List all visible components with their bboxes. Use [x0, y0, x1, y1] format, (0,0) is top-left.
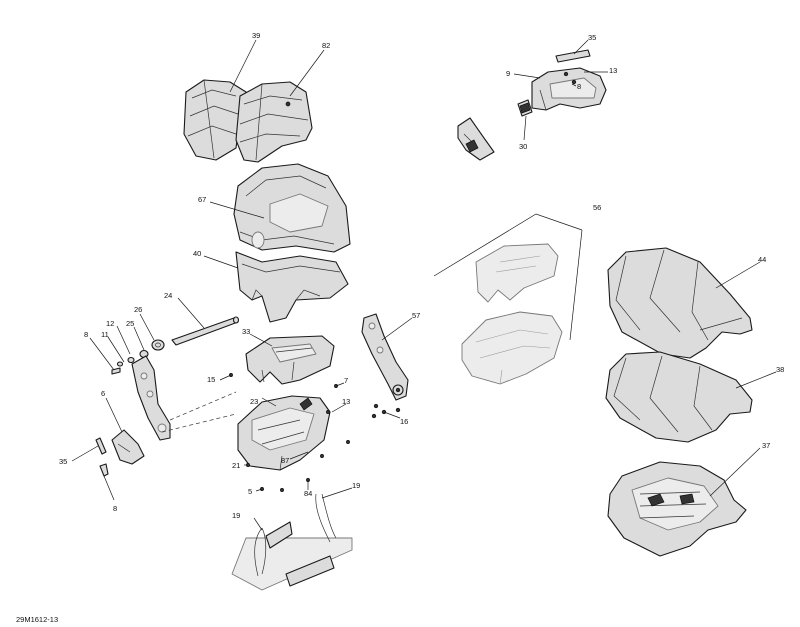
strap-19-left [254, 527, 267, 577]
callout-38: 38 [776, 365, 784, 374]
seat-frame-21 [237, 395, 331, 471]
callout-labels: 39 82 67 40 24 26 12 25 11 8 6 35 8 33 1… [59, 31, 784, 520]
fasteners-16 [371, 403, 401, 419]
callout-37: 37 [762, 441, 770, 450]
callout-7: 7 [344, 376, 348, 385]
callout-13-top: 13 [609, 66, 617, 75]
handle-assembly [517, 49, 607, 117]
callout-87: 87 [281, 456, 289, 465]
callout-8-left: 8 [84, 330, 88, 339]
callout-26: 26 [134, 305, 142, 314]
callout-57: 57 [412, 311, 420, 320]
leader-lines [71, 39, 777, 531]
callout-35-left: 35 [59, 457, 67, 466]
callout-84: 84 [304, 489, 312, 498]
callout-44: 44 [758, 255, 766, 264]
diagram-reference-code: 29M1612-13 [16, 615, 58, 624]
lever-arm-57 [361, 313, 409, 401]
callout-13-mid: 13 [342, 397, 350, 406]
callout-5: 5 [248, 487, 252, 496]
callout-35-top: 35 [588, 33, 596, 42]
callout-23: 23 [250, 397, 258, 406]
assembly-line-1 [169, 391, 237, 421]
seat-frame-33 [245, 335, 335, 385]
strap-19-right [315, 493, 337, 543]
callout-9: 9 [506, 69, 510, 78]
callout-25: 25 [126, 319, 134, 328]
callout-8-bottom: 8 [113, 504, 117, 513]
latch-block-6 [95, 429, 145, 477]
assembly-56-upper-frame [475, 243, 559, 303]
callout-30: 30 [519, 142, 527, 151]
seat-cushion-44 [607, 247, 753, 359]
callout-67: 67 [198, 195, 206, 204]
pivot-bracket-6 [131, 355, 171, 441]
callout-6: 6 [101, 389, 105, 398]
callout-11: 11 [101, 330, 109, 339]
seat-base-shell-40 [235, 251, 349, 323]
storage-tray-37 [607, 461, 747, 557]
callout-21: 21 [232, 461, 240, 470]
callout-8-top: 8 [577, 82, 581, 91]
callout-33: 33 [242, 327, 250, 336]
backrest-cover-39 [183, 79, 247, 161]
callout-24: 24 [164, 291, 172, 300]
rod-24 [171, 316, 240, 346]
callout-39: 39 [252, 31, 260, 40]
callout-40: 40 [193, 249, 201, 258]
callout-15: 15 [207, 375, 215, 384]
callout-16: 16 [400, 417, 408, 426]
callout-82: 82 [322, 41, 330, 50]
callout-19-right: 19 [352, 481, 360, 490]
assembly-line-2 [161, 413, 237, 433]
backrest-cover-82 [235, 81, 313, 163]
assembly-56-lower-frame [461, 311, 563, 385]
assembly-56-outline [433, 213, 583, 341]
floor-pad [231, 521, 353, 591]
latch-part-left [457, 117, 495, 161]
callout-56: 56 [593, 203, 601, 212]
seat-back-shell-67 [233, 163, 351, 253]
seat-base-38 [605, 351, 753, 443]
callout-12: 12 [106, 319, 114, 328]
callout-19-left: 19 [232, 511, 240, 520]
